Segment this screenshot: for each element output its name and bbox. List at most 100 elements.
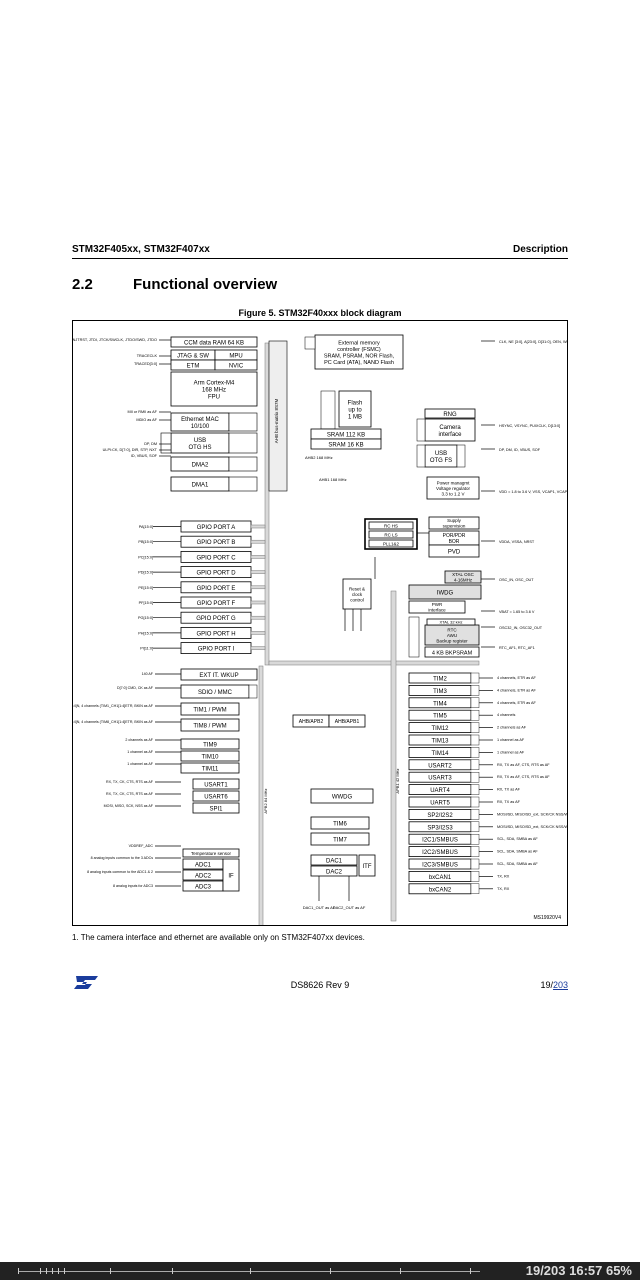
xtal32-block-label: XTAL 32 kHz xyxy=(439,620,462,625)
scrubber-tick xyxy=(18,1268,19,1274)
pll-block-label: PLL1&2 xyxy=(383,541,400,546)
right-signal-label: SCL, SDA, SMBA as AF xyxy=(497,850,538,854)
left-signal-label: 4 compl. channels (TIM1_CH1[1:4]N, 4 cha… xyxy=(73,704,154,708)
dma1-fifo xyxy=(228,476,258,492)
pvd-block xyxy=(428,544,480,558)
art-accelerator xyxy=(320,390,336,430)
right-signal-label: OSC32_IN, OSC32_OUT xyxy=(499,626,543,630)
por-block-label: POR/PDR xyxy=(443,533,466,539)
ahb-vertical-bus xyxy=(264,342,270,666)
fsmc-block-label: controller (FSMC) xyxy=(337,347,381,353)
left-signal-label: 8 analog inputs common to the ADC1 & 2 xyxy=(87,870,153,874)
right-signal-label: 1 channel as AF xyxy=(497,750,525,754)
tim1-block xyxy=(180,702,240,716)
gpio-bus-link xyxy=(250,600,266,605)
footnote: 1. The camera interface and ethernet are… xyxy=(72,933,365,942)
left-signal-label: ID, VBUS, SOF xyxy=(131,454,158,458)
page-total-link[interactable]: 203 xyxy=(552,980,568,990)
camera-block-label: Camera xyxy=(439,425,461,431)
st-logo-icon xyxy=(74,976,98,989)
usart6-block-label: USART6 xyxy=(204,795,228,801)
nvic-block-label: NVIC xyxy=(229,364,244,370)
exti-block xyxy=(180,668,258,681)
apb1-periph-port xyxy=(470,747,480,758)
dac2-out-label: DAC2_OUT as AF xyxy=(333,905,366,910)
bkpsram-block-label: 4 KB BKPSRAM xyxy=(432,650,473,656)
dma2-fifo xyxy=(228,456,258,472)
tim10-block-label: TIM10 xyxy=(201,755,219,761)
left-signal-label: 1 channel as AF xyxy=(127,762,154,766)
section-number: 2.2 xyxy=(72,276,93,293)
dac2-block-label: DAC2 xyxy=(326,870,343,876)
apb1-periph-port xyxy=(470,784,480,795)
doc-revision: DS8626 Rev 9 xyxy=(290,980,350,990)
left-signal-label: TRACECLK xyxy=(137,354,158,358)
flash-block-label: 1 MB xyxy=(348,415,362,421)
tim8-block xyxy=(180,718,240,732)
apb1-periph-block-label: USART3 xyxy=(428,776,452,782)
dac1-block xyxy=(310,854,358,866)
bus-matrix xyxy=(268,340,288,492)
rng-block-label: RNG xyxy=(443,412,457,418)
apb1-periph-block-label: SP3/I2S3 xyxy=(427,825,453,831)
scrubber-tick xyxy=(400,1268,401,1274)
apb1-periph-block-label: UART4 xyxy=(430,788,450,794)
left-signal-label: VDDREF_ADC xyxy=(129,844,154,848)
right-signal-label: 4 channels, ETR as AF xyxy=(497,688,537,692)
apb1-periph-port xyxy=(470,772,480,783)
power-block xyxy=(426,476,480,500)
adc-if-block-label: IF xyxy=(228,874,234,880)
fsmc-block-label: External memory xyxy=(338,341,380,347)
usb-hs-block-label: USB xyxy=(194,438,206,444)
apb1-periph-port xyxy=(470,858,480,870)
apb1-periph-port xyxy=(470,846,480,857)
tim7-block-label: TIM7 xyxy=(333,838,347,844)
ethernet-block-label: 10/100 xyxy=(191,424,210,430)
right-signal-label: HSYNC, VSYNC, PUIXCLK, D[13:0] xyxy=(499,424,560,428)
apb1-periph-port xyxy=(470,759,480,770)
xtal-block-label: XTAL OSC xyxy=(452,572,475,577)
tim11-block xyxy=(180,762,240,774)
cpu-block-label: 168 MHz xyxy=(202,388,226,394)
page-scrubber[interactable] xyxy=(18,1271,480,1272)
tim1-block-label: TIM1 / PWM xyxy=(193,708,226,714)
ethernet-block-label: Ethernet MAC xyxy=(181,417,219,423)
tim10-block xyxy=(180,750,240,762)
tim7-block xyxy=(310,832,370,846)
right-signal-label: VDD = 1.8 to 3.6 V, VSS, VCAP1, VCAP2 xyxy=(499,490,567,494)
reset-clock-block xyxy=(342,578,372,610)
page-number: 19/203 xyxy=(540,980,568,990)
xtal-block xyxy=(444,570,482,584)
temp-sensor-block-label: Temperature sensor xyxy=(191,851,232,856)
right-signal-label: RX, TX as AF xyxy=(497,788,521,792)
right-signal-label: TX, RX xyxy=(497,887,510,891)
apb1-periph-block-label: bxCAN2 xyxy=(429,887,452,893)
nvic-block xyxy=(214,359,258,371)
right-signal-label: 1 channel as AF xyxy=(497,738,525,742)
left-signal-label: 4 compl. channels (TIM8_CH1[1:4]N, 4 cha… xyxy=(73,720,154,724)
ahb-apb2-bridge-label: AHB/APB2 xyxy=(299,719,324,725)
gpio-bus-link xyxy=(250,539,266,544)
right-signal-label: RX, TX as AF xyxy=(497,800,521,804)
right-signal-label: DP, DM, ID, VBUS, SOF xyxy=(499,448,541,452)
gpio-bus-link xyxy=(250,615,266,620)
apb1-periph-block-label: I2C3/SMBUS xyxy=(422,863,458,869)
right-signal-label: SCL, SDA, SMBA as AF xyxy=(497,862,538,866)
iwdg-block-label: IWDG xyxy=(437,591,454,597)
rtc-block-label: AWU xyxy=(447,633,457,638)
pwr-block xyxy=(408,600,466,614)
right-signal-label: MOSI/SD, MISO/SD_ext, SCK/CK NSS/WS, MCK… xyxy=(497,825,567,829)
usb-hs-dma-fifo xyxy=(228,432,258,454)
tim9-block xyxy=(180,738,240,750)
left-signal-label: PA[15:0] xyxy=(139,525,153,529)
apb1-periph-block-label: bxCAN1 xyxy=(429,875,452,881)
sdio-fifo xyxy=(248,684,258,699)
apb1-periph-port xyxy=(470,710,480,721)
left-signal-label: PI[11:0] xyxy=(140,647,153,651)
camera-fifo xyxy=(416,418,426,442)
gpio-bus-link xyxy=(250,646,266,650)
apb1-periph-port xyxy=(470,871,480,882)
adc3-block-label: ADC3 xyxy=(195,885,212,891)
left-signal-label: 8 analog inputs common to the 3 ADCs xyxy=(91,856,154,860)
